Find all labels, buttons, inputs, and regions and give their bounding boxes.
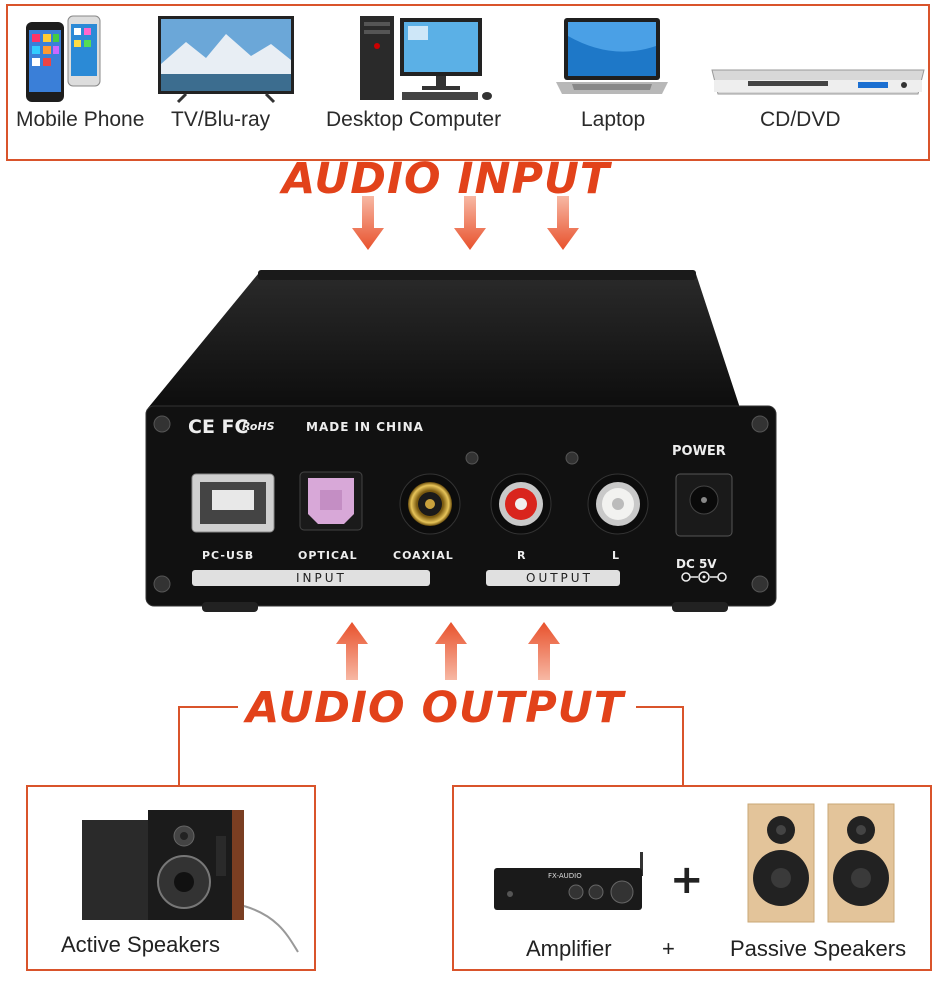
- connector-line-right-vertical: [682, 706, 684, 786]
- source-label-cd-dvd: CD/DVD: [760, 108, 841, 131]
- port-label-r: R: [517, 549, 526, 562]
- desktop-computer-icon: [356, 12, 496, 104]
- output-arrow-left: [336, 622, 368, 680]
- input-group-label: INPUT: [296, 571, 347, 585]
- plus-label: +: [662, 936, 675, 961]
- dac-device: [140, 268, 786, 620]
- amplifier-passive-speakers-frame: [452, 785, 932, 971]
- amplifier-icon: [490, 850, 646, 914]
- certification-marks: CE FC: [188, 416, 249, 438]
- active-speakers-frame: [26, 785, 316, 971]
- rohs-mark: RoHS: [242, 420, 275, 433]
- output-arrow-right: [528, 622, 560, 680]
- input-arrow-left: [352, 196, 384, 250]
- audio-sources-frame: [6, 4, 930, 161]
- source-label-laptop: Laptop: [581, 108, 646, 131]
- input-arrow-right: [547, 196, 579, 250]
- tv-icon: [156, 14, 296, 104]
- dc-5v-label: DC 5V: [676, 557, 717, 571]
- connector-line-right: [636, 706, 684, 708]
- output-group-label: OUTPUT: [526, 571, 593, 585]
- output-arrow-center: [435, 622, 467, 680]
- port-label-coaxial: COAXIAL: [393, 549, 454, 562]
- port-label-pc-usb: PC-USB: [202, 549, 255, 562]
- amplifier-label: Amplifier: [526, 936, 612, 961]
- mobile-phone-icon: [24, 14, 108, 106]
- cd-dvd-player-icon: [708, 62, 928, 102]
- port-label-l: L: [612, 549, 620, 562]
- active-speakers-icon: [78, 806, 308, 956]
- passive-speakers-icon: [744, 802, 898, 926]
- power-label: POWER: [672, 444, 726, 459]
- laptop-icon: [552, 16, 672, 100]
- passive-speakers-label: Passive Speakers: [730, 936, 907, 961]
- port-label-optical: OPTICAL: [298, 549, 358, 562]
- connector-line-left-vertical: [178, 706, 180, 786]
- plus-sign: +: [670, 857, 704, 903]
- input-arrow-center: [454, 196, 486, 250]
- audio-output-heading: AUDIO OUTPUT: [246, 683, 625, 733]
- made-in-china-text: MADE IN CHINA: [306, 420, 424, 434]
- source-label-desktop-computer: Desktop Computer: [326, 108, 502, 131]
- source-label-mobile-phone: Mobile Phone: [16, 108, 145, 131]
- source-label-tv-bluray: TV/Blu-ray: [171, 108, 271, 131]
- active-speakers-label: Active Speakers: [61, 932, 220, 957]
- amplifier-brand: FX-AUDIO: [548, 872, 582, 880]
- connector-line-left: [178, 706, 238, 708]
- audio-input-heading: AUDIO INPUT: [282, 154, 611, 204]
